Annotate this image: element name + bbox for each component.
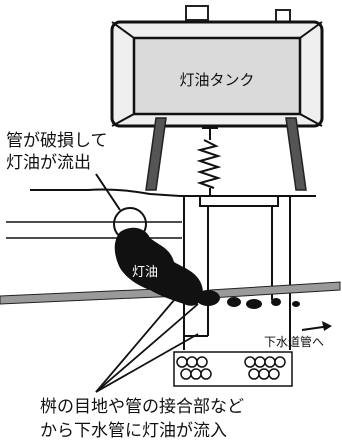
to-sewer-label: 下水道管へ xyxy=(264,334,324,349)
pipe-damage-label-line2: 灯油が流出 xyxy=(6,153,91,173)
caption-line2: から下水管に灯油が流入 xyxy=(40,421,227,441)
kerosene-label: 灯油 xyxy=(132,265,158,280)
kerosene-tank: 灯油タンク xyxy=(110,5,324,128)
leaked-kerosene xyxy=(114,227,300,309)
caption-pointers xyxy=(95,285,199,393)
tank-legs xyxy=(145,117,307,191)
gravel-stones xyxy=(173,351,293,387)
tank-label: 灯油タンク xyxy=(179,71,254,89)
coiled-supply-pipe xyxy=(196,126,222,200)
building-floor-lines xyxy=(6,221,182,239)
pipe-damage-label-line1: 管が破損して xyxy=(6,131,108,151)
pipe-damage-marker xyxy=(95,173,147,241)
to-sewer-arrow xyxy=(301,321,332,331)
caption-line1: 桝の目地や管の接合部など xyxy=(40,397,244,417)
inspection-chamber xyxy=(183,195,291,350)
